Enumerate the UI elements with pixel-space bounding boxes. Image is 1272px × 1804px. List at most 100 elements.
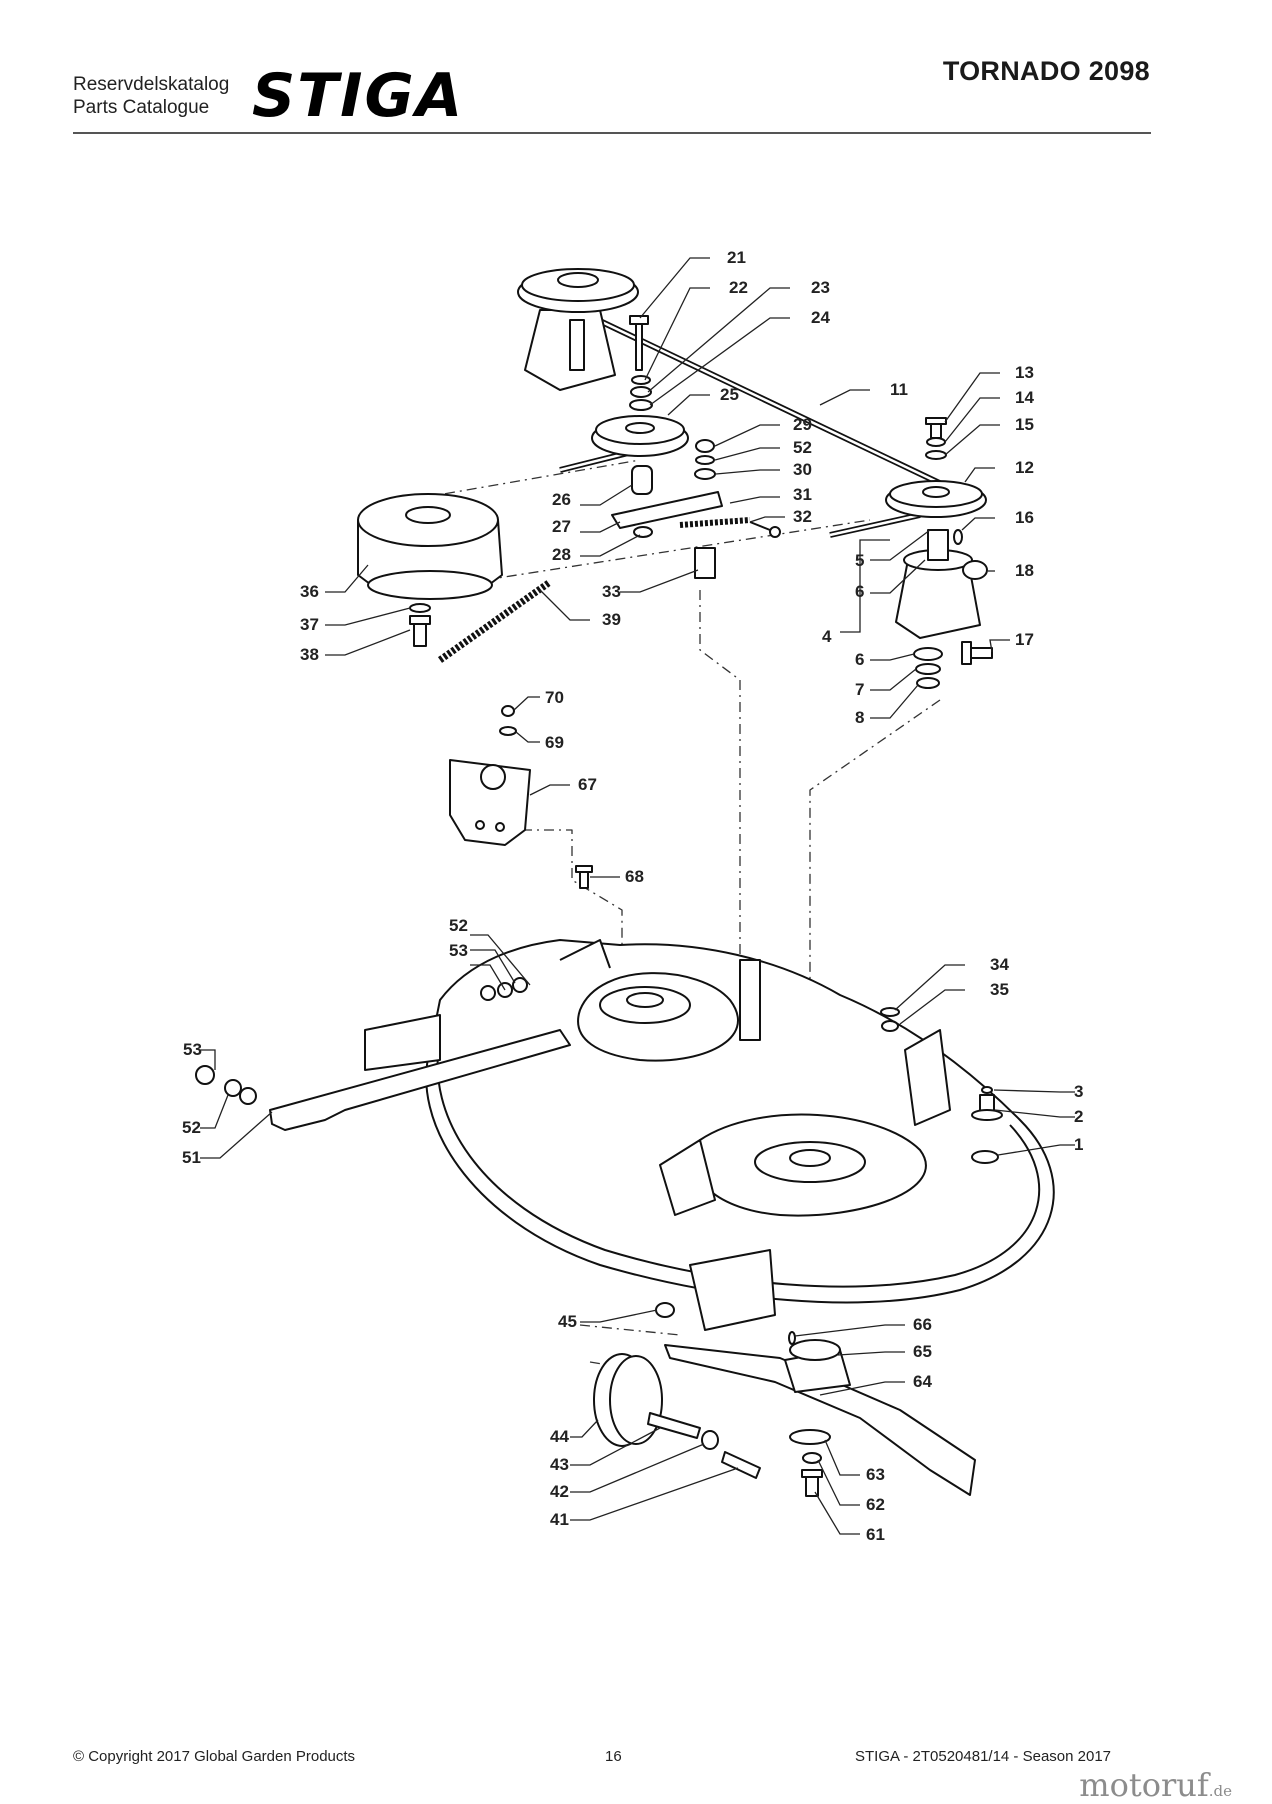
- motoruf-watermark: motoruf.de: [1079, 1766, 1232, 1804]
- front-bracket: [689, 1249, 776, 1331]
- callout-c5: 5: [855, 551, 864, 570]
- spindle-housing-part-4: [895, 529, 981, 639]
- callout-c52b: 52: [449, 916, 468, 935]
- callout-c14: 14: [1015, 388, 1034, 407]
- callout-c12: 12: [1015, 458, 1034, 477]
- callout-c36: 36: [300, 582, 319, 601]
- nut-part-70: [501, 705, 515, 717]
- spacer-part-24: [629, 399, 653, 411]
- bolt-part-38: [409, 615, 431, 647]
- washer-part-62: [802, 1452, 822, 1464]
- catalog-title-swedish: Reservdelskatalog: [73, 74, 230, 95]
- eyebolt-part-32: [749, 521, 771, 531]
- bushing-part-23: [630, 386, 652, 398]
- callout-c38: 38: [300, 645, 319, 664]
- callout-c1: 1: [1074, 1135, 1083, 1154]
- pto-clutch-part-36: [357, 493, 503, 600]
- nut-part-35: [881, 1020, 899, 1032]
- callout-c33: 33: [602, 582, 621, 601]
- callout-c23: 23: [811, 278, 830, 297]
- callout-c8: 8: [855, 708, 864, 727]
- spring-part-31: [679, 517, 751, 528]
- washer-part-69: [499, 726, 517, 736]
- callout-c24: 24: [811, 308, 830, 327]
- header-rule: [73, 132, 1151, 134]
- callout-c4: 4: [822, 627, 832, 646]
- washer-part-8: [916, 677, 940, 689]
- callout-c35: 35: [990, 980, 1009, 999]
- callout-c2: 2: [1074, 1107, 1083, 1126]
- stiga-logo: STIGA: [252, 61, 464, 124]
- washer-part-14: [926, 437, 946, 447]
- bolt-part-61: [801, 1469, 823, 1497]
- bolt-part-41: [721, 1451, 761, 1479]
- callout-c25: 25: [720, 385, 739, 404]
- nut-part-29: [695, 439, 715, 453]
- washer-part-15: [925, 450, 947, 460]
- callout-c68: 68: [625, 867, 644, 886]
- callout-c45: 45: [558, 1312, 577, 1331]
- callout-c29: 29: [793, 415, 812, 434]
- footer-page-number: 16: [605, 1748, 622, 1765]
- catalog-title-english: Parts Catalogue: [73, 97, 210, 118]
- callout-c61: 61: [866, 1525, 885, 1544]
- callout-c69: 69: [545, 733, 564, 752]
- height-spring-part-2: [971, 1094, 1003, 1121]
- callout-c30: 30: [793, 460, 812, 479]
- callout-c27: 27: [552, 517, 571, 536]
- washer-part-37: [409, 603, 431, 613]
- callout-c66: 66: [913, 1315, 932, 1334]
- key-part-66: [788, 1331, 796, 1345]
- footer-copyright: © Copyright 2017 Global Garden Products: [73, 1748, 356, 1765]
- callout-c51: 51: [182, 1148, 201, 1167]
- spacer-part-7: [915, 663, 941, 675]
- callout-c67: 67: [578, 775, 597, 794]
- callout-c28: 28: [552, 545, 571, 564]
- callout-c6a: 6: [855, 582, 864, 601]
- footer-document-id: STIGA - 2T0520481/14 - Season 2017: [855, 1748, 1112, 1765]
- spindle-pulley-part-12: [885, 480, 987, 518]
- axle-part-43: [647, 1412, 701, 1439]
- key-part-16: [953, 529, 963, 545]
- blade-hub-part-65: [784, 1339, 851, 1393]
- callout-c44: 44: [550, 1427, 569, 1446]
- callout-c18: 18: [1015, 561, 1034, 580]
- main-pulley-spindle: [517, 268, 639, 391]
- assembly-guide-lines: [379, 459, 941, 1371]
- callout-c13: 13: [1015, 363, 1034, 382]
- callout-c6b: 6: [855, 650, 864, 669]
- callout-c63: 63: [866, 1465, 885, 1484]
- washer-part-30: [694, 468, 716, 480]
- bolt-part-17: [961, 641, 993, 665]
- washer-part-63: [789, 1429, 831, 1445]
- cutter-deck-part-1: [425, 939, 1055, 1304]
- callout-c26: 26: [552, 490, 571, 509]
- leader-lines: [200, 257, 1075, 1535]
- callout-c7: 7: [855, 680, 864, 699]
- callout-c17: 17: [1015, 630, 1034, 649]
- callout-c34: 34: [990, 955, 1009, 974]
- bearing-part-6: [913, 647, 943, 661]
- callout-c15: 15: [1015, 415, 1034, 434]
- pivot-part-26: [631, 465, 653, 495]
- bolt-part-13: [925, 417, 947, 439]
- tow-arm-part-51: [269, 1029, 571, 1131]
- callout-c42: 42: [550, 1482, 569, 1501]
- callout-c64: 64: [913, 1372, 932, 1391]
- callout-c43: 43: [550, 1455, 569, 1474]
- washer-part-22: [631, 375, 651, 385]
- callout-c65: 65: [913, 1342, 932, 1361]
- callout-c22: 22: [729, 278, 748, 297]
- callout-c31: 31: [793, 485, 812, 504]
- nut-part-28: [633, 526, 653, 538]
- callout-c53a: 53: [449, 941, 468, 960]
- clip-part-3: [981, 1086, 993, 1094]
- bolt-part-21: [629, 315, 649, 371]
- callout-c41: 41: [550, 1510, 569, 1529]
- callout-c3: 3: [1074, 1082, 1083, 1101]
- svg-text:STIGA: STIGA: [252, 61, 464, 124]
- callout-c16: 16: [1015, 508, 1034, 527]
- callout-c70: 70: [545, 688, 564, 707]
